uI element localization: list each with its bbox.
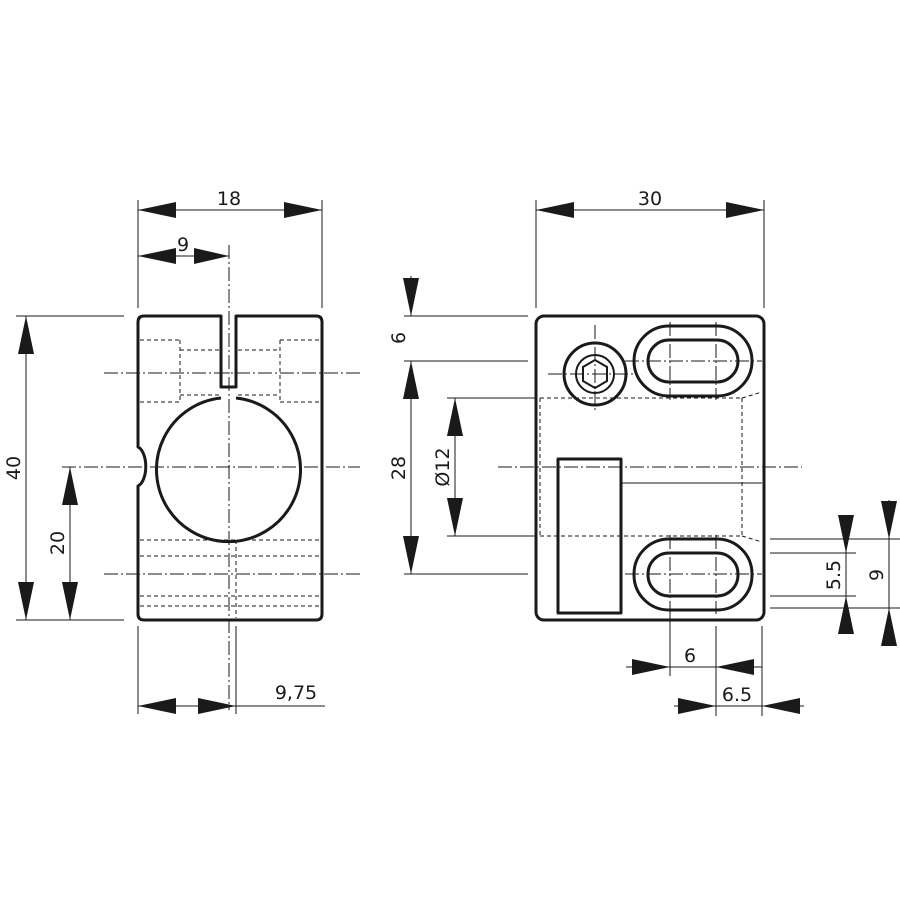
dimension-slot-outer: 9 [866, 500, 897, 646]
side-center-lines [498, 322, 802, 614]
front-extension-lines [16, 200, 323, 714]
dim-label-bore-diameter: Ø12 [432, 447, 454, 486]
side-extension-lines [404, 200, 900, 716]
dimension-slot-center-from-edge: 6 [626, 645, 762, 675]
dim-label-top-offset: 6 [388, 332, 410, 344]
side-hidden-lines [539, 391, 763, 543]
dim-label-slot-length: 6.5 [722, 684, 752, 706]
dim-label-width-total: 18 [217, 188, 241, 210]
dim-label-width-half: 9 [177, 234, 189, 256]
side-view-outline [534, 314, 766, 622]
front-view-outline [136, 314, 324, 622]
dimension-width-half: 9 [138, 234, 229, 264]
dim-label-height-total: 40 [3, 456, 25, 480]
dimension-slot-spacing: 28 [388, 361, 419, 574]
dim-label-length-total: 30 [638, 188, 662, 210]
dimension-length-total: 30 [536, 188, 764, 218]
dim-label-slot-center-from-edge: 6 [684, 645, 696, 667]
dimension-slot-length: 6.5 [674, 684, 804, 714]
dimension-offset-bottom: 9,75 [138, 682, 325, 714]
dim-label-slot-spacing: 28 [388, 456, 410, 480]
dimension-bore-diameter: Ø12 [432, 398, 463, 536]
dim-label-offset-bottom: 9,75 [275, 682, 317, 704]
front-hidden-lines [140, 339, 320, 618]
dim-label-height-center: 20 [47, 531, 69, 555]
dimension-height-total: 40 [3, 316, 34, 620]
front-view: 18 9 40 20 9,75 [3, 188, 360, 714]
dimension-top-offset: 6 [388, 276, 419, 344]
dim-label-slot-width: 5.5 [823, 560, 845, 590]
front-center-lines [62, 245, 360, 710]
dimension-height-center: 20 [47, 467, 78, 620]
side-view: 30 6 28 Ø12 5.5 [388, 188, 900, 716]
dimension-slot-width: 5.5 [823, 515, 854, 634]
dim-label-slot-outer: 9 [866, 569, 888, 581]
dimension-width-total: 18 [138, 188, 322, 218]
